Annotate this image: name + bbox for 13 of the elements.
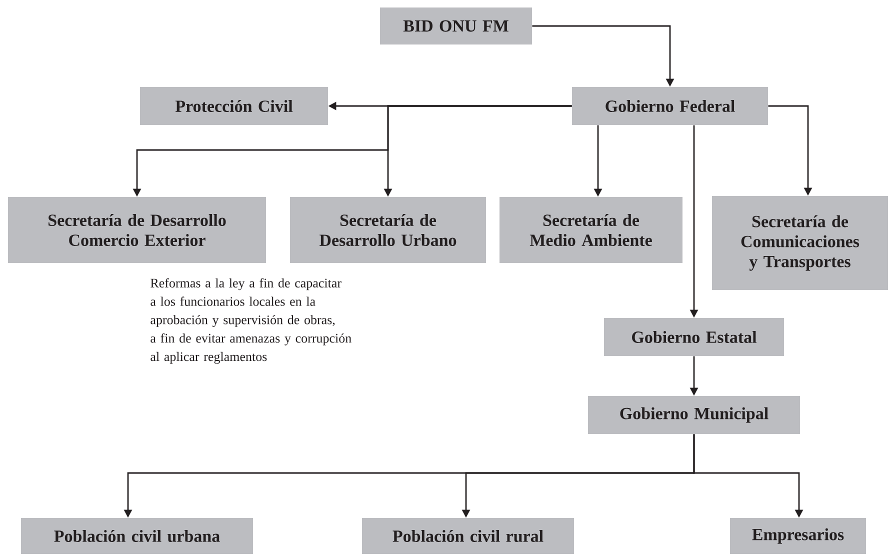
org-box: Secretaría de Desarrollo Urbano xyxy=(290,197,486,263)
org-box: Gobierno Estatal xyxy=(604,318,784,356)
org-box: Secretaría de Comunicaciones y Transportes xyxy=(712,196,888,290)
org-box: Población civil rural xyxy=(362,518,574,554)
org-box: Secretaría de Medio Ambiente xyxy=(500,197,682,263)
org-box: Protección Civil xyxy=(140,87,328,125)
note-text: Reformas a la ley a fin de capacitar a los funcionarios locales en la aprobación y supervisión de obras, a fin de evitar amenazas y corrupción al aplicar reglamentos xyxy=(150,278,352,364)
org-box: Gobierno Municipal xyxy=(588,396,800,434)
org-box: Población civil urbana xyxy=(21,518,253,554)
org-box: BID ONU FM xyxy=(380,8,532,44)
org-box: Empresarios xyxy=(730,518,866,554)
org-box: Gobierno Federal xyxy=(572,87,768,125)
org-box: Secretaría de Desarrollo Comercio Exterior xyxy=(8,197,266,263)
